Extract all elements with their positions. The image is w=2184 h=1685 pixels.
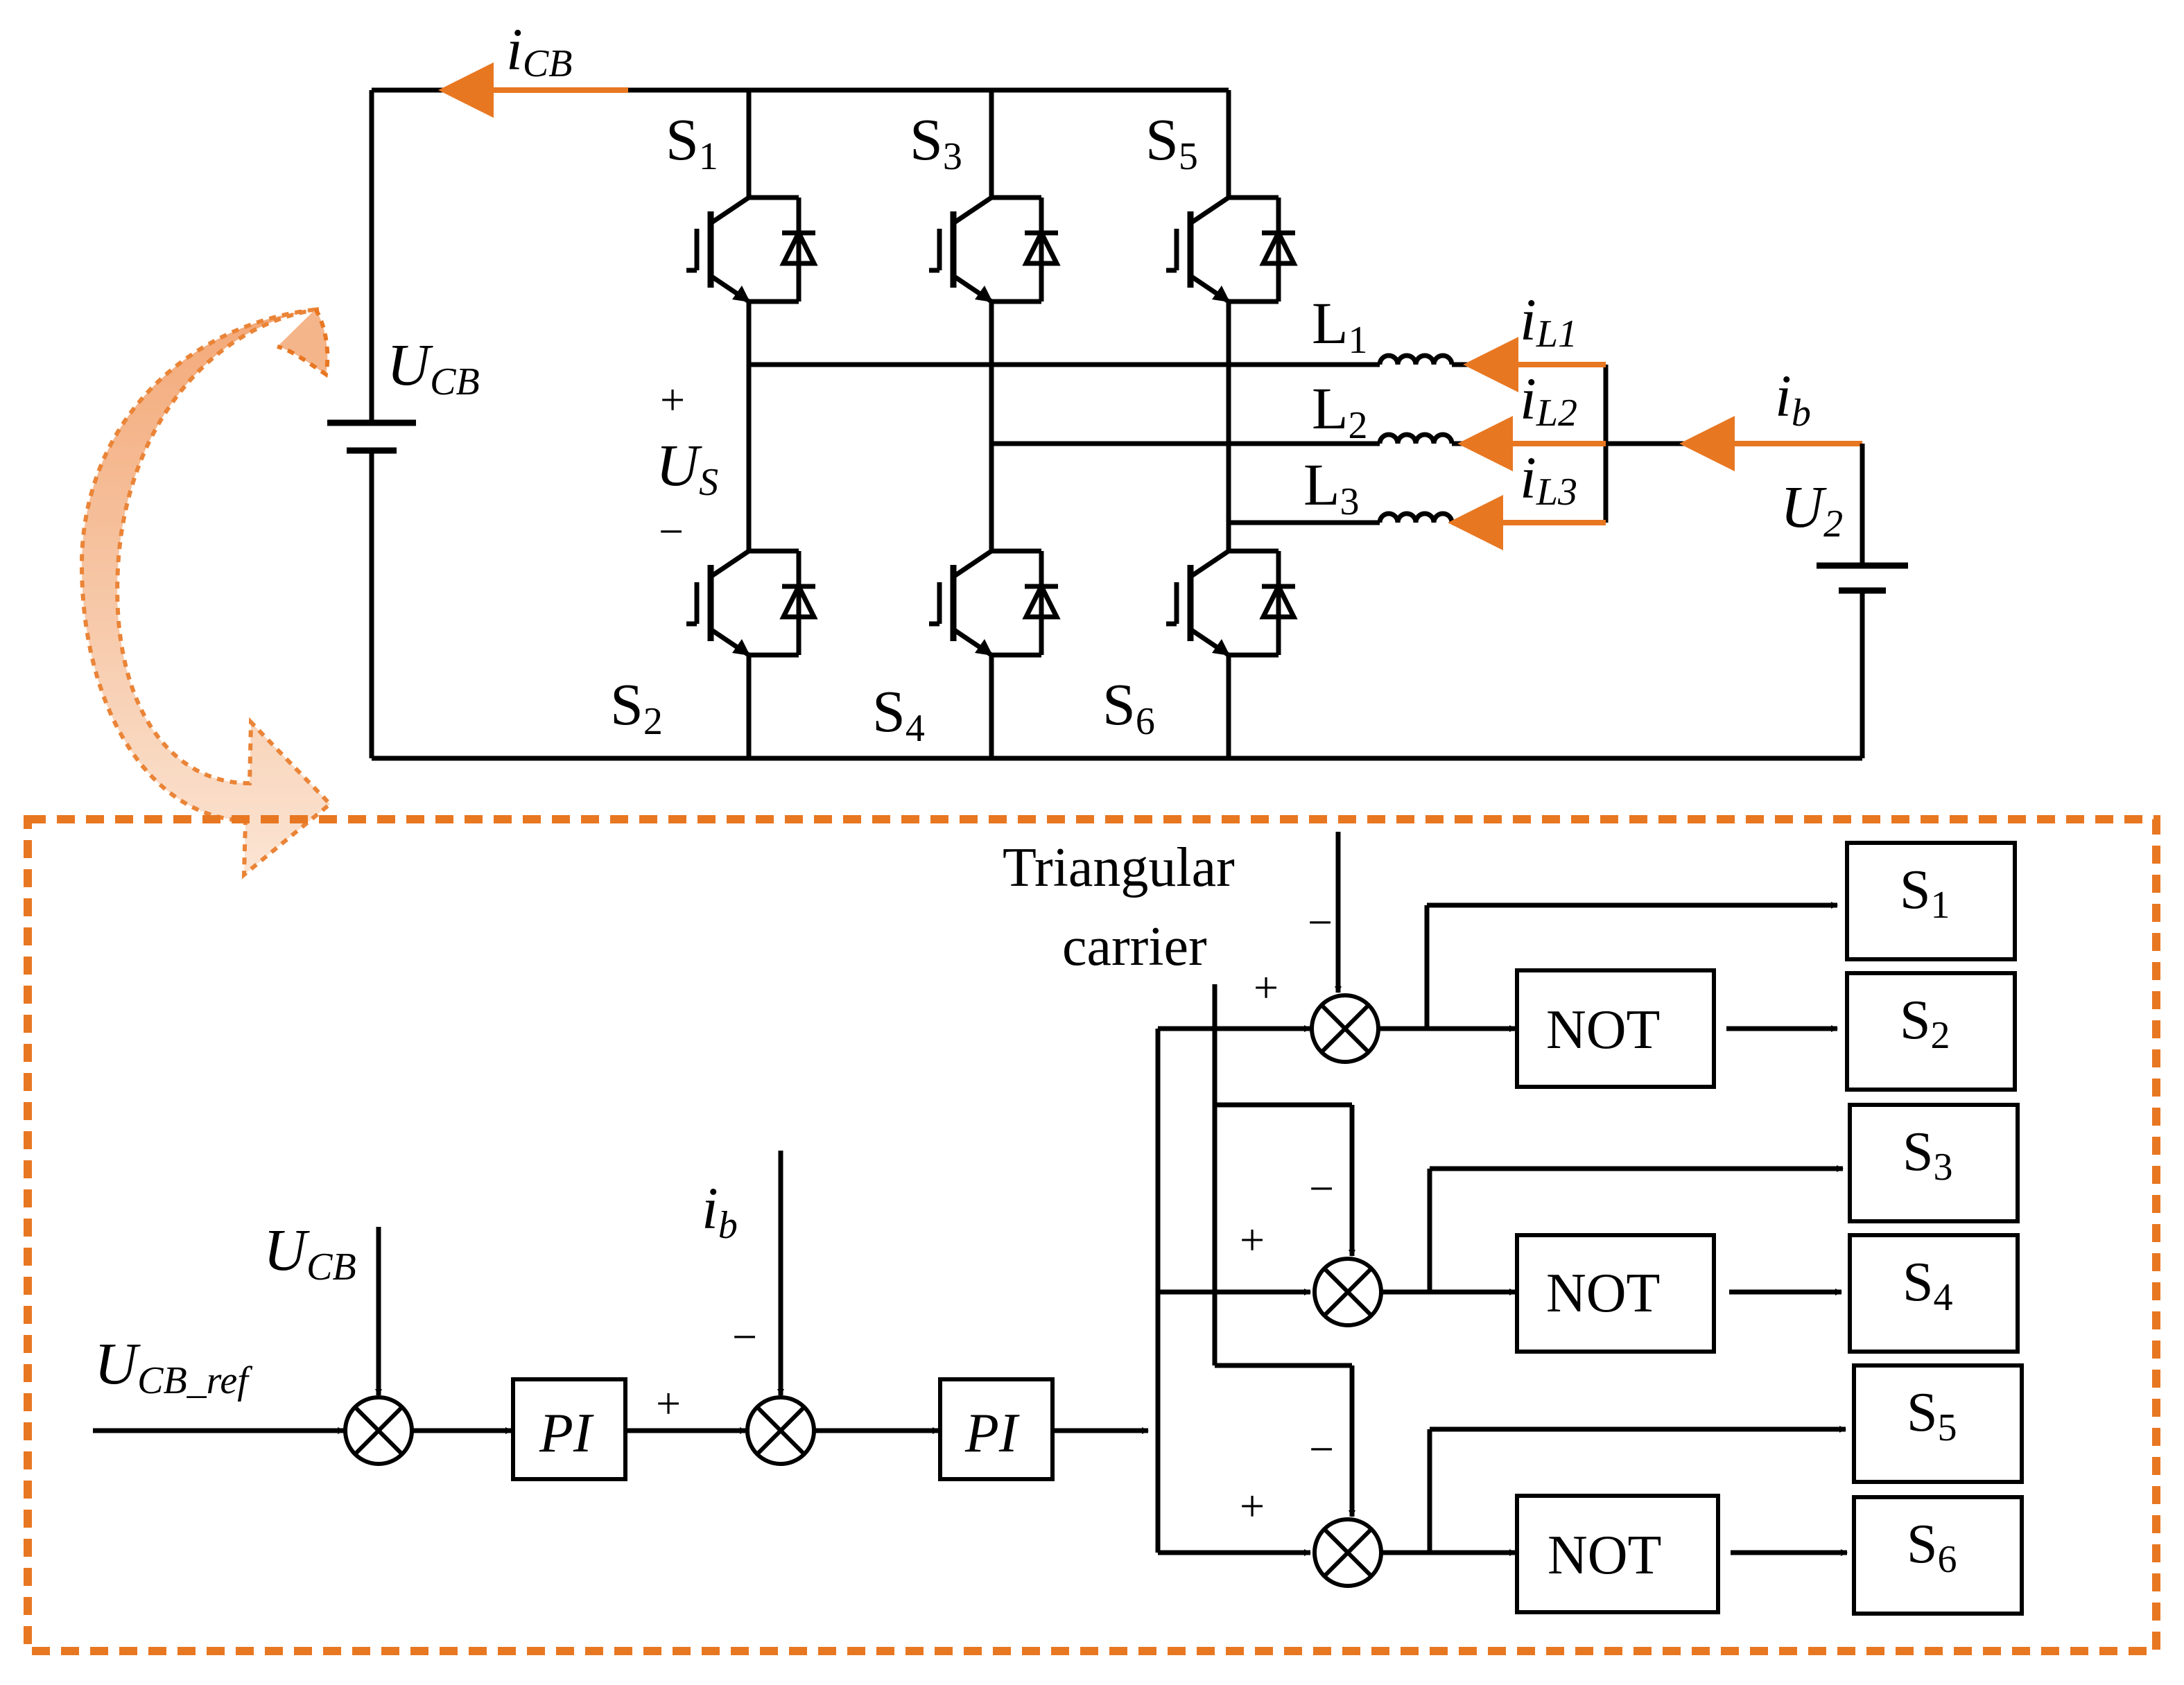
circuit-labels: iCB UCB + US − U2 ib S1 S3 S5 S2 S4 S6 L… — [387, 16, 1843, 750]
gate-output-s6 — [1852, 1495, 2024, 1616]
switch-label-s6: S6 — [1102, 671, 1155, 743]
sum-junction-current — [747, 1397, 814, 1464]
carrier-label-line1: Triangular — [1003, 837, 1235, 898]
comp2-plus-sign: + — [1240, 1215, 1265, 1264]
ucb-label: UCB — [387, 331, 480, 403]
us-minus-sign: − — [659, 507, 684, 556]
curved-arrow-tail — [277, 308, 330, 378]
u2-label: U2 — [1780, 473, 1843, 545]
sum2-plus-sign: + — [656, 1379, 681, 1428]
comp1-minus-sign: − — [1308, 898, 1333, 947]
comparator-3 — [1315, 1519, 1381, 1586]
us-label: US — [656, 432, 718, 504]
gate-label-s1: S1 — [1900, 859, 1950, 927]
pi-label-voltage: PI — [539, 1403, 594, 1464]
not-gate-2 — [1515, 1233, 1716, 1354]
control-block-border — [24, 815, 2160, 1655]
comp3-plus-sign: + — [1240, 1481, 1265, 1530]
switch-label-s3: S3 — [910, 106, 962, 178]
inductor-label-l2: L2 — [1312, 375, 1368, 447]
sum-junction-voltage — [345, 1397, 412, 1464]
gate-label-s4: S4 — [1903, 1252, 1953, 1319]
gate-output-s3 — [1848, 1103, 2020, 1223]
il2-label: iL2 — [1520, 365, 1577, 435]
inductor-l1 — [1377, 353, 1455, 365]
ucb-ref-label: UCB_ref — [94, 1330, 253, 1402]
not-gate-3-label: NOT — [1548, 1525, 1661, 1586]
pi-label-current: PI — [964, 1403, 1020, 1464]
comparator-1 — [1312, 995, 1378, 1062]
pi-controller-current — [938, 1377, 1055, 1481]
control-diagram — [93, 832, 2024, 1616]
switch-label-s5: S5 — [1145, 106, 1198, 178]
igbt-s2 — [686, 499, 815, 707]
sum2-minus-sign: − — [732, 1312, 757, 1361]
gate-label-s6: S6 — [1907, 1514, 1957, 1581]
carrier-label-line2: carrier — [1062, 916, 1207, 977]
control-labels: Triangular carrier UCB_ref UCB ib + − PI… — [94, 837, 1957, 1586]
switch-label-s4: S4 — [872, 678, 925, 750]
ib-label: ib — [1775, 363, 1811, 435]
us-plus-sign: + — [660, 375, 685, 424]
icb-label: iCB — [506, 16, 572, 85]
igbt-s4 — [929, 499, 1058, 707]
inductor-l3 — [1377, 511, 1455, 523]
il1-label: iL1 — [1520, 286, 1577, 356]
not-gate-2-label: NOT — [1546, 1263, 1660, 1324]
inductor-l2 — [1377, 432, 1455, 444]
curved-transition-arrow — [79, 307, 333, 880]
igbt-s6 — [1166, 499, 1295, 707]
ib-control-label: ib — [702, 1175, 738, 1247]
comparator-2 — [1315, 1259, 1381, 1325]
not-gate-1-label: NOT — [1546, 999, 1660, 1060]
gate-output-s4 — [1848, 1233, 2020, 1354]
gate-output-s1 — [1845, 841, 2017, 961]
gate-label-s3: S3 — [1903, 1121, 1953, 1189]
not-gate-1 — [1515, 968, 1716, 1089]
gate-output-s2 — [1845, 971, 2017, 1092]
power-circuit — [327, 62, 1908, 761]
gate-label-s2: S2 — [1900, 990, 1950, 1057]
switch-label-s1: S1 — [666, 106, 718, 178]
inductor-label-l1: L1 — [1312, 290, 1368, 362]
switch-label-s2: S2 — [610, 671, 663, 743]
gate-label-s5: S5 — [1907, 1382, 1957, 1449]
il3-label: iL3 — [1520, 444, 1577, 514]
inductor-label-l3: L3 — [1303, 451, 1360, 523]
not-gate-3 — [1515, 1494, 1720, 1614]
gate-output-s5 — [1852, 1363, 2024, 1484]
comp3-minus-sign: − — [1309, 1424, 1334, 1474]
comp2-minus-sign: − — [1309, 1164, 1334, 1213]
ucb-control-label: UCB — [263, 1216, 356, 1289]
comp1-plus-sign: + — [1254, 963, 1279, 1012]
